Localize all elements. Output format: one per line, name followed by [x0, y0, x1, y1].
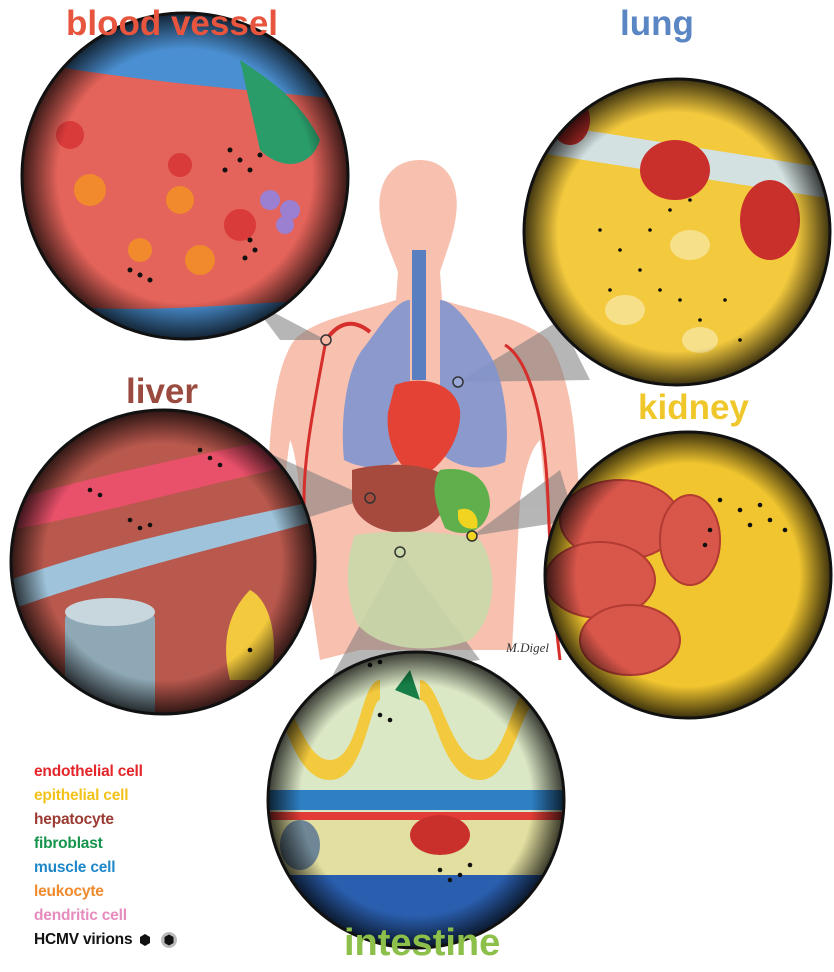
artist-signature: M.Digel: [506, 640, 549, 656]
intestine-label: intestine: [344, 922, 500, 965]
legend-item-virions: HCMV virions: [34, 928, 178, 952]
legend-item-hepatocyte: hepatocyte: [34, 808, 178, 832]
liver-label: liver: [126, 372, 198, 412]
legend-item-dendritic: dendritic cell: [34, 904, 178, 928]
legend-item-endothelial: endothelial cell: [34, 760, 178, 784]
legend-item-leukocyte: leukocyte: [34, 880, 178, 904]
blood-vessel-label: blood vessel: [66, 4, 278, 44]
legend-item-epithelial: epithelial cell: [34, 784, 178, 808]
lung-label: lung: [620, 4, 694, 44]
legend-virions-label: HCMV virions: [34, 928, 132, 952]
kidney-label: kidney: [638, 388, 749, 428]
legend-item-fibroblast: fibroblast: [34, 832, 178, 856]
virion-icon: [138, 933, 152, 947]
cell-type-legend: endothelial cell epithelial cell hepatoc…: [34, 760, 178, 952]
legend-item-muscle: muscle cell: [34, 856, 178, 880]
virion-outlined-icon: [160, 931, 178, 949]
